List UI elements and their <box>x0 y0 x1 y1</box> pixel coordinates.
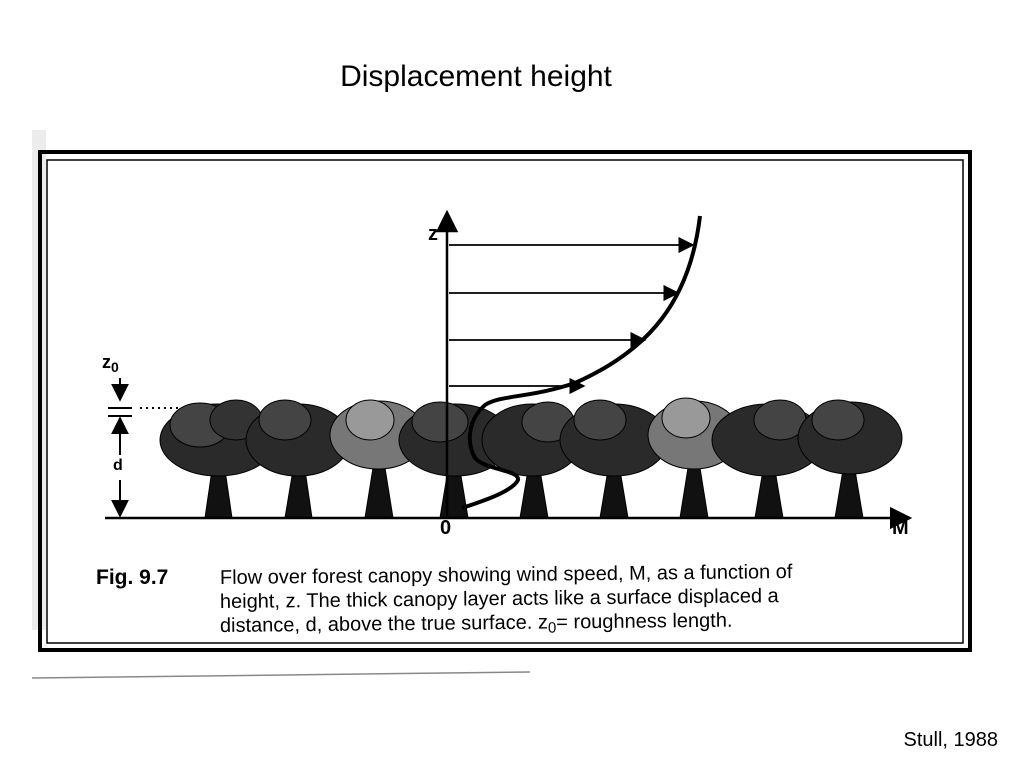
axis-m-label: M <box>892 517 909 539</box>
tree <box>245 399 351 519</box>
tree <box>559 399 669 519</box>
slide-title: Displacement height <box>340 60 612 93</box>
tree <box>711 399 825 519</box>
origin-label: 0 <box>440 517 451 539</box>
z0-label: z0 <box>102 352 119 375</box>
axis-z-label: z <box>428 223 438 245</box>
tree <box>797 399 903 519</box>
credit: Stull, 1988 <box>903 729 998 751</box>
wind-speed-arrows <box>449 236 695 395</box>
caption-line-1: Flow over forest canopy showing wind spe… <box>220 561 793 589</box>
figure-frame-outer <box>38 150 972 652</box>
tree <box>398 401 512 519</box>
wind-profile-curve <box>461 215 702 510</box>
caption-line-2: height, z. The thick canopy layer acts l… <box>220 585 780 613</box>
dimension-markers <box>108 378 180 519</box>
figure-frame-inner <box>46 159 964 644</box>
caption-line-3: distance, d, above the true surface. z0=… <box>220 610 733 640</box>
d-label: d <box>113 457 123 474</box>
tree <box>481 401 583 519</box>
scan-line <box>31 671 531 679</box>
fig-number: Fig. 9.7 <box>96 566 168 589</box>
forest-canopy <box>159 397 903 519</box>
